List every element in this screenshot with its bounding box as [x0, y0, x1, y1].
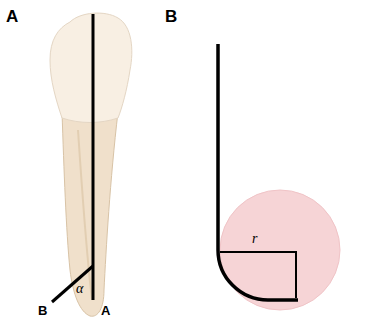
- line-label: B: [38, 304, 47, 317]
- angle-symbol: α: [76, 282, 83, 296]
- axis-line: [92, 14, 95, 300]
- panel-letter: A: [6, 8, 18, 25]
- panel-letter: B: [165, 8, 177, 25]
- line-label: A: [101, 304, 110, 317]
- canal-curve: [218, 44, 298, 300]
- radius-symbol: r: [252, 232, 257, 246]
- tooth-crown: [50, 13, 132, 122]
- canal-line: [52, 266, 93, 302]
- radius-line: [220, 252, 296, 298]
